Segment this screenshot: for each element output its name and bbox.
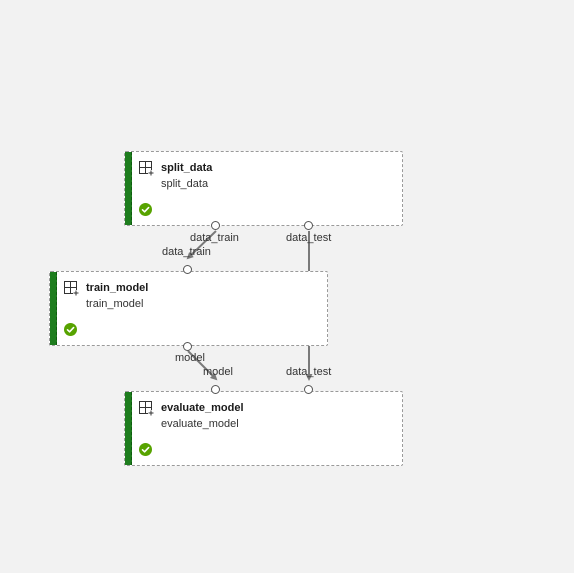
node-train-model[interactable]: train_model train_model <box>49 271 328 346</box>
node-subtitle: evaluate_model <box>161 418 239 430</box>
output-port-label-data-train: data_train <box>190 232 239 244</box>
input-port-label-data-test: data_test <box>286 366 332 378</box>
node-title: train_model <box>86 282 149 294</box>
input-port-label-data-train: data_train <box>162 246 211 258</box>
input-port-model[interactable] <box>211 385 220 394</box>
output-port-label-model: model <box>175 352 205 364</box>
module-grid-icon <box>139 161 154 176</box>
output-port-data-train[interactable] <box>211 221 220 230</box>
input-port-data-test[interactable] <box>304 385 313 394</box>
node-status-bar <box>125 152 132 225</box>
input-port-label-model: model <box>203 366 233 378</box>
node-title: evaluate_model <box>161 402 244 414</box>
output-port-model[interactable] <box>183 342 192 351</box>
checkmark-circle-icon <box>64 323 77 336</box>
node-status-bar <box>50 272 57 345</box>
node-subtitle: split_data <box>161 178 209 190</box>
node-split-data[interactable]: split_data split_data <box>124 151 403 226</box>
module-grid-icon <box>64 281 79 296</box>
checkmark-circle-icon <box>139 203 152 216</box>
output-port-data-test[interactable] <box>304 221 313 230</box>
output-port-label-data-test: data_test <box>286 232 332 244</box>
node-subtitle: train_model <box>86 298 144 310</box>
node-evaluate-model[interactable]: evaluate_model evaluate_model <box>124 391 403 466</box>
input-port-data-train[interactable] <box>183 265 192 274</box>
node-title: split_data <box>161 162 213 174</box>
checkmark-circle-icon <box>139 443 152 456</box>
module-grid-icon <box>139 401 154 416</box>
node-status-bar <box>125 392 132 465</box>
